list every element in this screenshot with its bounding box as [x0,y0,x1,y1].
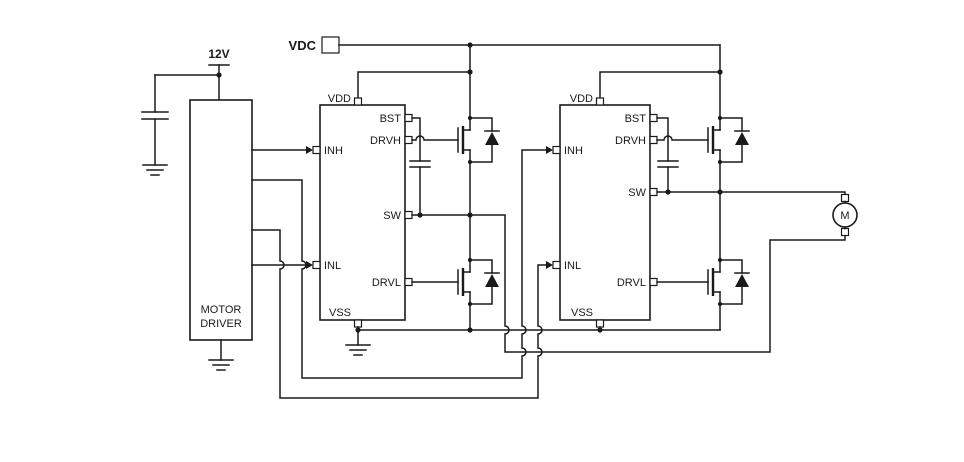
pin-drvl-1 [404,277,413,287]
pin-label-inl-1: INL [324,260,341,272]
body-diode-high-side-1 [469,117,500,163]
pin-label-bst-1: BST [380,113,402,125]
motor-terminal [840,227,850,237]
signal-arrow-icon [546,146,553,154]
pin-label-inh-2: INH [564,145,583,157]
diode-triangle-icon [485,132,499,145]
gate-driver-1-box [319,104,406,321]
pin-vdd-2 [595,97,605,106]
pin-vss-2 [595,319,605,328]
sw1-to-motor-wire [411,214,846,353]
signal-arrow-icon [306,146,313,154]
pin-label-vss-1: VSS [329,307,351,319]
pin-vdd-1 [353,97,363,106]
pin-bst-2 [649,113,658,123]
pin-label-inl-2: INL [564,260,581,272]
body-diode-low-side-2 [719,259,750,305]
pin-drvh-1 [404,135,413,145]
ground-symbol [208,359,234,371]
motor-terminal [840,193,850,203]
pin-drvl-2 [649,277,658,287]
vdd2-feed-wire [599,71,721,99]
pin-vss-1 [353,319,363,328]
pin-label-drvh-1: DRVH [370,135,401,147]
ground-rail [345,326,721,356]
pin-label-drvl-2: DRVL [617,277,646,289]
motor-symbol: M [832,193,858,237]
pin-label-sw-2: SW [628,187,646,199]
supply-12v-label: 12V [208,47,229,61]
gate-driver-1: VDD BST DRVH SW DRVL VSS INH INL [312,93,413,328]
mosfet-low-side-1 [457,214,471,331]
motor-driver-box [189,99,253,341]
ground-symbol [142,164,168,176]
motor-driver-label-1: MOTOR [201,304,242,316]
pin-inh-2 [552,145,561,155]
pin-sw-1 [404,210,413,220]
pin-label-bst-2: BST [625,113,647,125]
vdc-label: VDC [289,38,317,53]
diode-triangle-icon [485,274,499,287]
inh2-wire [251,149,547,379]
body-diode-high-side-2 [719,117,750,163]
body-diode-low-side-1 [469,259,500,305]
drvh2-gate-wire [656,135,709,141]
gate-driver-2-box [559,104,651,321]
pin-sw-2 [649,187,658,197]
pin-label-inh-1: INH [324,145,343,157]
vdc-rail: VDC [289,36,721,131]
signal-arrow-icon [546,261,553,269]
diode-triangle-icon [735,274,749,287]
pin-inl-1 [312,260,321,270]
diode-triangle-icon [735,132,749,145]
sw2-to-motor-wire [656,191,846,196]
pin-label-sw-1: SW [383,210,401,222]
pin-label-drvh-2: DRVH [615,135,646,147]
half-bridge-1 [409,117,500,331]
motor-driver-label-2: DRIVER [200,318,242,330]
ground-symbol [345,344,371,356]
vdd1-feed-wire [357,71,471,99]
junction-dots [216,42,723,333]
pin-label-vdd-2: VDD [570,93,593,105]
half-bridge-2 [656,117,750,331]
pin-bst-1 [404,113,413,123]
pin-label-vss-2: VSS [571,307,593,319]
pin-label-drvl-1: DRVL [372,277,401,289]
mosfet-high-side-2 [707,126,721,193]
drvh1-gate-wire [411,135,459,141]
motor-label: M [840,210,849,222]
motor-driver-block: MOTOR DRIVER [189,99,253,371]
bootstrap-capacitor-1 [409,117,431,216]
pin-inl-2 [552,260,561,270]
gate-driver-2: VDD BST DRVH SW DRVL VSS INH INL [552,93,658,328]
signal-arrow-icon [306,261,313,269]
input-capacitor [141,74,169,176]
control-wires [251,146,553,399]
bootstrap-capacitor-2 [656,117,679,193]
pin-label-vdd-1: VDD [328,93,351,105]
supply-12v: 12V [154,47,230,101]
inl2-wire [251,229,547,399]
pin-drvh-2 [649,135,658,145]
mosfet-high-side-1 [457,126,471,216]
pin-inh-1 [312,145,321,155]
vdc-connector-icon [321,36,340,54]
